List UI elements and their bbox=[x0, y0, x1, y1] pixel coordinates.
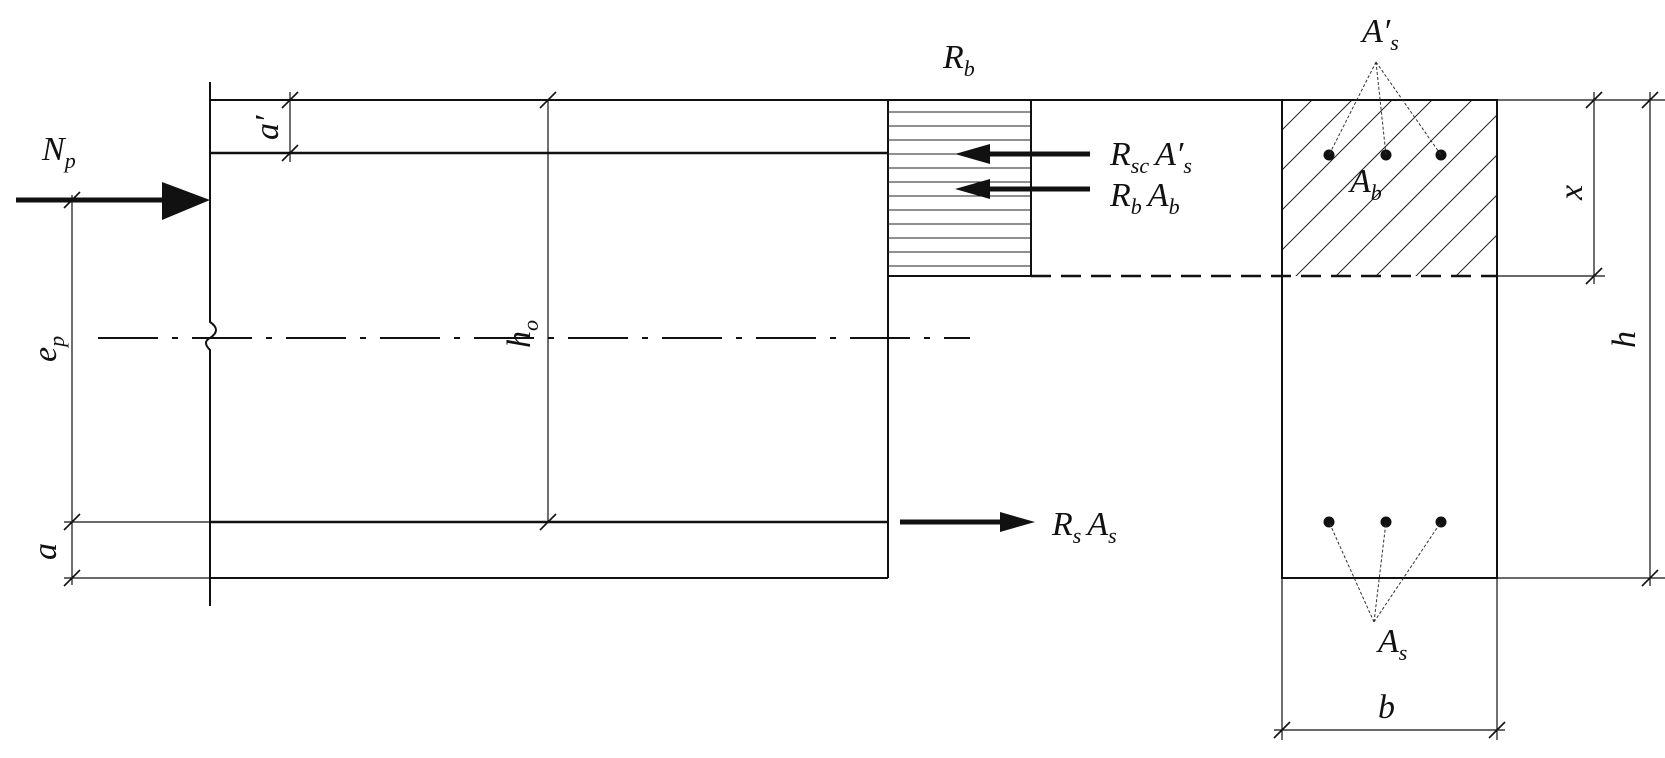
label-Np: Np bbox=[41, 131, 76, 173]
member-left-end-break bbox=[205, 82, 217, 606]
dimension-h0: ho bbox=[501, 91, 557, 531]
label-As-prime: A′s bbox=[1360, 13, 1399, 55]
label-a: a bbox=[27, 543, 64, 560]
label-As: As bbox=[1376, 623, 1407, 665]
label-x: x bbox=[1553, 185, 1590, 201]
label-h: h bbox=[1606, 331, 1643, 348]
leader-As bbox=[1328, 521, 1442, 623]
force-Np: Np bbox=[16, 131, 210, 220]
top-bar-1 bbox=[1323, 149, 1335, 161]
dimension-a-prime: a′ bbox=[210, 91, 299, 162]
label-h0: ho bbox=[501, 320, 543, 348]
dimension-b: b bbox=[1273, 578, 1506, 740]
label-b: b bbox=[1378, 689, 1395, 726]
stress-block-hatching bbox=[888, 111, 1031, 267]
label-Ab: Ab bbox=[1348, 163, 1382, 205]
cross-section: A′s Ab As bbox=[1030, 13, 1498, 665]
top-bar-2 bbox=[1380, 149, 1392, 161]
stress-diagram: Rb bbox=[887, 39, 1282, 277]
label-Rb: Rb bbox=[942, 39, 975, 81]
dimension-x: x bbox=[1497, 91, 1605, 285]
label-a-prime: a′ bbox=[249, 115, 286, 140]
label-ep: ep bbox=[27, 336, 69, 362]
top-bar-3 bbox=[1435, 149, 1447, 161]
compression-zone-hatching bbox=[1282, 100, 1497, 276]
leader-As-prime bbox=[1328, 61, 1442, 156]
section-outline bbox=[1281, 99, 1498, 579]
dimension-h: h bbox=[1497, 91, 1665, 587]
bottom-bar-1 bbox=[1323, 516, 1335, 528]
dimension-ep-a: ep a bbox=[27, 191, 210, 587]
